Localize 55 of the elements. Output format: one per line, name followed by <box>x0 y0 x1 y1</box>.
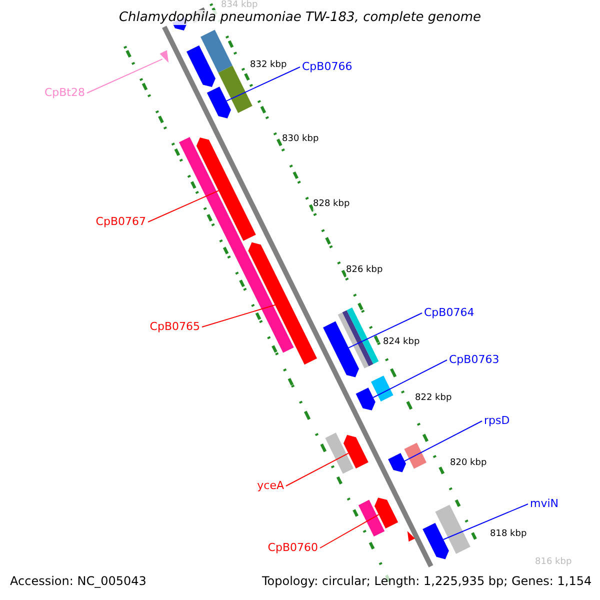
position-label: 820 kbp <box>450 457 487 470</box>
gene-feature <box>196 138 256 241</box>
position-label: 822 kbp <box>415 392 452 405</box>
position-label: 826 kbp <box>346 264 383 277</box>
leader-line <box>442 504 528 540</box>
gene-feature <box>342 310 374 366</box>
leader-line <box>202 304 276 328</box>
gene-feature <box>206 86 231 118</box>
gene-feature <box>323 321 359 378</box>
leader-line <box>148 190 219 222</box>
gene-label: rpsD <box>484 414 510 427</box>
position-label: 832 kbp <box>250 59 287 72</box>
leader-line <box>404 420 482 462</box>
leader-line <box>320 514 380 548</box>
title: Chlamydophila pneumoniae TW-183, complete genome <box>118 10 482 25</box>
gene-feature <box>358 500 385 536</box>
gene-label: CpB0767 <box>96 215 146 228</box>
gene-label: CpB0763 <box>449 353 500 366</box>
gene-marker <box>160 50 169 63</box>
gene-feature <box>338 312 369 368</box>
position-label: 824 kbp <box>383 336 420 349</box>
leader-line <box>286 452 349 486</box>
gene-feature <box>422 522 449 560</box>
gene-feature <box>325 432 354 474</box>
gene-label: CpB0765 <box>150 320 200 333</box>
accession-text: Accession: NC_005043 <box>10 575 146 588</box>
leader-line <box>348 312 422 348</box>
position-label: 816 kbp <box>535 556 572 569</box>
gene-label: CpB0760 <box>268 541 318 554</box>
gene-feature <box>218 66 252 113</box>
gene-marker <box>407 531 415 542</box>
leader-line <box>86 58 163 94</box>
leader-line <box>372 360 448 398</box>
gene-feature <box>200 30 232 73</box>
gene-feature <box>344 434 368 468</box>
gene-feature <box>371 376 394 402</box>
position-label: 818 kbp <box>490 528 527 541</box>
position-label: 830 kbp <box>282 133 319 146</box>
gene-feature <box>186 45 216 87</box>
gene-feature <box>346 308 379 364</box>
gene-feature <box>248 242 317 365</box>
gene-feature <box>435 504 470 554</box>
gene-feature <box>374 498 398 528</box>
genome-stats-text: Topology: circular; Length: 1,225,935 bp; Genes: 1,154 <box>262 575 592 588</box>
gene-label: CpB0764 <box>424 306 474 319</box>
gene-feature <box>404 442 426 469</box>
leader-line <box>226 66 300 102</box>
gene-feature <box>356 388 376 410</box>
gene-label: CpBt28 <box>44 86 85 99</box>
gene-feature <box>388 453 406 472</box>
position-label: 828 kbp <box>313 198 350 211</box>
gene-label: yceA <box>257 479 284 492</box>
gene-label: CpB0766 <box>302 60 352 73</box>
gene-label: mviN <box>530 497 559 510</box>
position-label: 834 kbp <box>221 0 258 12</box>
